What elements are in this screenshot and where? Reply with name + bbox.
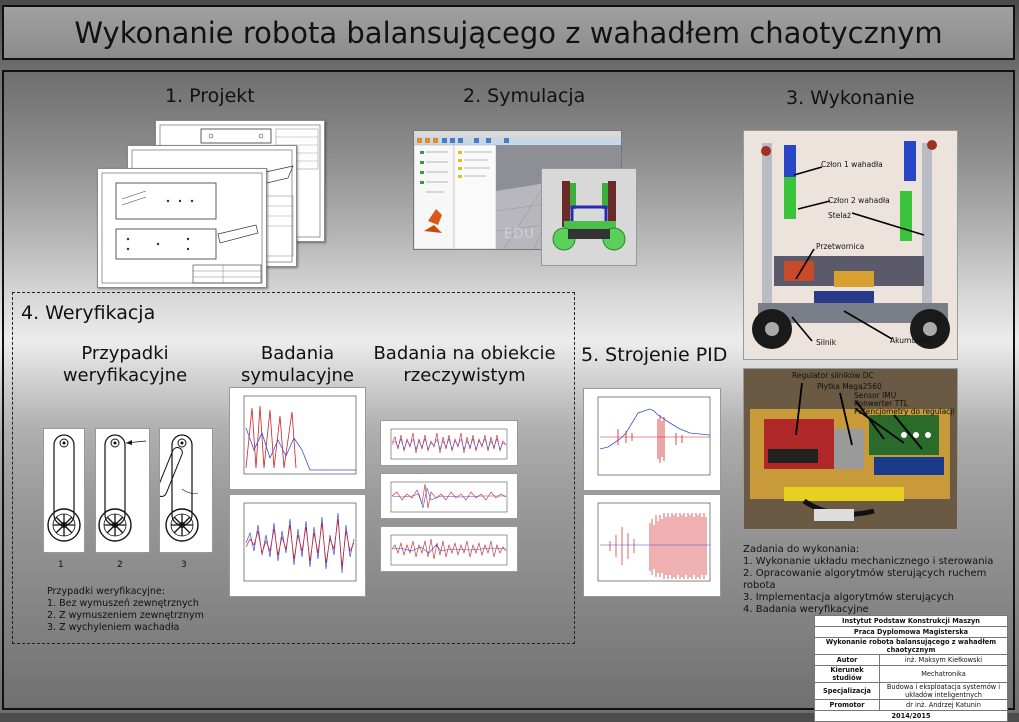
pid-plot-1-graph: [597, 396, 711, 476]
year-cell: 2014/2015: [814, 710, 1008, 722]
label-converter: Przetwornica: [816, 242, 865, 251]
simulation-studies-title: Badania symulacyjne: [240, 343, 355, 386]
case-label-3: 3: [181, 560, 187, 570]
section-title-verification: 4. Weryfikacja: [21, 302, 156, 324]
real-plot-1: [380, 420, 518, 466]
pid-plot-1: [583, 388, 721, 491]
thesis-title-cell: Wykonanie robota balansującego z wahadłe…: [814, 637, 1008, 655]
sim-plot-1: [229, 387, 366, 490]
case-label-2: 2: [117, 560, 123, 570]
label-frame: Stelaż: [828, 211, 851, 220]
real-plot-3: [380, 526, 518, 572]
robot-3d-render: [541, 168, 637, 266]
electronics-photo: Regulator silników DC Płytka Mega2560 Se…: [743, 368, 958, 530]
tasks-heading: Zadania do wykonania:: [743, 544, 860, 555]
robot-photo-drawing: [744, 131, 957, 359]
label-ttl: Konwerter TTL: [854, 399, 908, 408]
case-diagram-3: [156, 428, 213, 553]
supervisor-value: dr inż. Andrzej Katunin: [879, 699, 1008, 711]
cases-heading: Przypadki weryfikacyjne:: [47, 586, 165, 597]
real-object-studies-title: Badania na obiekcie rzeczywistym: [373, 343, 556, 386]
tasks-block: Zadania do wykonania: 1. Wykonanie układ…: [743, 544, 1019, 616]
robot-photo: Człon 1 wahadła Człon 2 wahadła Stelaż P…: [743, 130, 958, 360]
label-motor: Silnik: [816, 338, 837, 347]
thesis-info-table: Instytut Podstaw Konstrukcji Maszyn Prac…: [814, 615, 1008, 722]
label-imu: Sensor IMU: [854, 391, 897, 400]
real-plot-2: [380, 473, 518, 519]
label-board: Płytka Mega2560: [817, 382, 882, 391]
case-diagram-2: [95, 428, 150, 553]
task-item: 4. Badania weryfikacyjne: [743, 604, 869, 615]
pid-plot-2-graph: [597, 502, 711, 582]
sim-plot-1-graph: [243, 395, 357, 475]
verification-box: [12, 292, 575, 644]
case-item: 3. Z wychyleniem wachadła: [47, 622, 180, 633]
label-battery: Akumulator: [890, 336, 934, 345]
specialization-value: Budowa i eksploatacja systemów i układów…: [879, 682, 1008, 700]
label-segment1: Człon 1 wahadła: [821, 160, 883, 169]
thesis-type-cell: Praca Dyplomowa Magisterska: [814, 626, 1008, 638]
task-item: 1. Wykonanie układu mechanicznego i ster…: [743, 556, 994, 567]
specialization-label: Specjalizacja: [814, 682, 880, 700]
section-title-simulation: 2. Symulacja: [463, 85, 586, 107]
pid-plot-2: [583, 494, 721, 597]
institute-cell: Instytut Podstaw Konstrukcji Maszyn: [814, 615, 1008, 627]
supervisor-label: Promotor: [814, 699, 880, 711]
task-item: 2. Opracowanie algorytmów sterujących ru…: [743, 568, 987, 591]
edu-watermark: EDU: [504, 227, 535, 242]
title-bar: Wykonanie robota balansującego z wahadłe…: [2, 5, 1015, 60]
section-title-execution: 3. Wykonanie: [786, 87, 915, 109]
sim-plot-2: [229, 494, 366, 597]
field-label: Kierunek studiów: [814, 665, 880, 683]
real-plot-3-graph: [390, 534, 508, 566]
electronics-photo-drawing: [744, 369, 957, 529]
verification-cases-title: Przypadki weryfikacyjne: [62, 343, 188, 386]
section-title-pid: 5. Strojenie PID: [581, 344, 728, 366]
task-item: 3. Implementacja algorytmów sterujących: [743, 592, 954, 603]
field-value: Mechatronika: [879, 665, 1008, 683]
case-item: 2. Z wymuszeniem zewnętrznym: [47, 610, 204, 621]
robot-3d-model: [542, 169, 636, 265]
label-pots: Potencjometry do regulacji: [854, 407, 955, 416]
case-2-pendulum: [98, 434, 147, 542]
real-plot-1-graph: [390, 428, 508, 460]
case-item: 1. Bez wymuszeń zewnętrznych: [47, 598, 199, 609]
label-segment2: Człon 2 wahadła: [828, 196, 890, 205]
drawing-sheet-1-lines: [101, 172, 263, 284]
label-regulator: Regulator silników DC: [792, 371, 874, 380]
cases-list: Przypadki weryfikacyjne: 1. Bez wymuszeń…: [47, 586, 204, 634]
real-plot-2-graph: [390, 481, 508, 513]
section-title-project: 1. Projekt: [165, 85, 255, 107]
sim-plot-2-graph: [243, 502, 357, 582]
case-1-pendulum: [47, 434, 81, 542]
main-frame: [2, 70, 1015, 710]
author-label: Autor: [814, 654, 880, 666]
case-label-1: 1: [58, 560, 64, 570]
author-value: inż. Maksym Kiełkowski: [879, 654, 1008, 666]
case-diagram-1: [43, 428, 85, 553]
drawing-sheet-1: [97, 168, 267, 288]
poster-title: Wykonanie robota balansującego z wahadłe…: [74, 15, 943, 50]
case-3-pendulum: [156, 434, 199, 542]
